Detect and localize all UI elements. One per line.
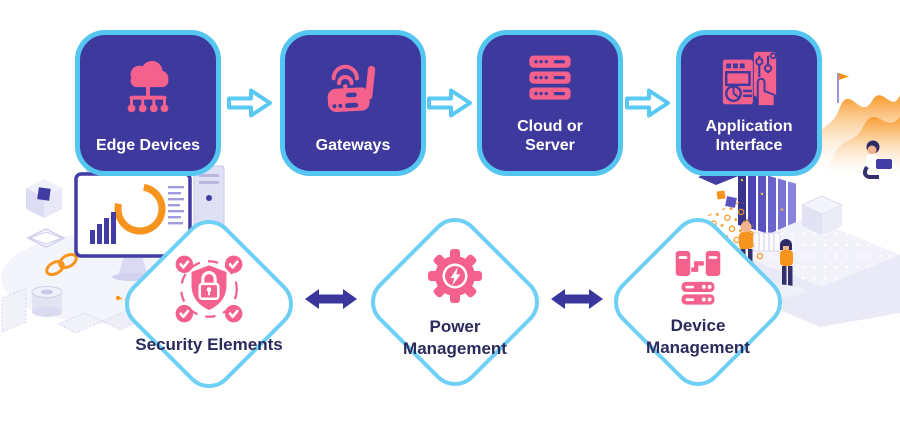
flow-node-cloud-or-server: Cloud or Server — [477, 30, 623, 176]
management-node-label: Power Management — [403, 316, 507, 358]
management-arrow-2 — [551, 289, 603, 309]
management-node-label: Device Management — [646, 315, 750, 357]
management-node-security-elements: Security Elements — [114, 209, 304, 399]
wireless-gateway-icon — [285, 35, 421, 132]
flow-node-application-interface: Application Interface — [676, 30, 822, 176]
flow-node-gateways: Gateways — [280, 30, 426, 176]
flow-node-label: Edge Devices — [95, 137, 201, 155]
shield-lock-icon — [175, 255, 243, 323]
flow-node-label: Cloud or Server — [517, 117, 583, 155]
gear-lightning-icon — [428, 248, 482, 303]
management-node-device-management: Device Management — [603, 207, 793, 397]
flow-arrow-3 — [625, 88, 670, 118]
management-arrow-1 — [305, 289, 357, 309]
flow-arrow-2 — [427, 88, 472, 118]
flow-node-edge-devices: Edge Devices — [75, 30, 221, 176]
flow-arrow-1 — [227, 88, 272, 118]
management-node-power-management: Power Management — [360, 207, 550, 397]
app-dashboard-hand-icon — [681, 35, 817, 113]
device-server-icon — [675, 250, 721, 305]
cloud-network-icon — [80, 35, 216, 132]
flow-node-label: Gateways — [315, 137, 391, 155]
flow-node-label: Application Interface — [705, 117, 793, 155]
server-stack-icon — [482, 35, 618, 113]
management-node-label: Security Elements — [135, 334, 283, 354]
